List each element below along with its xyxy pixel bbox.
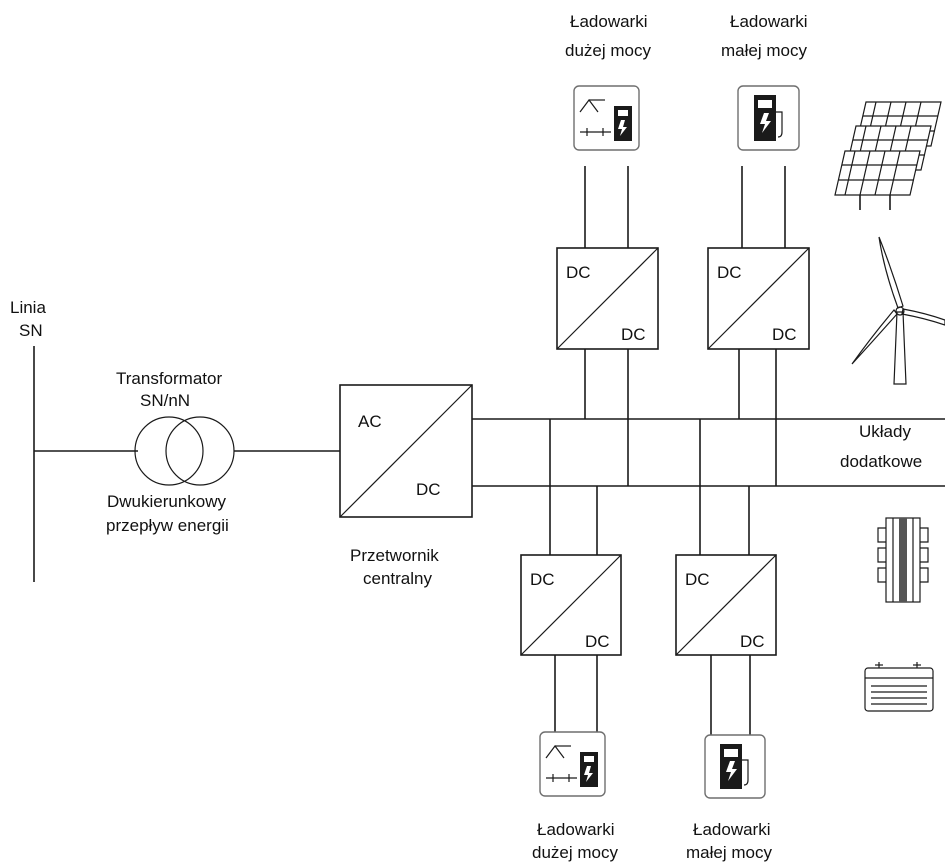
charger-top-right-label-2: małej mocy [721,41,807,60]
extras-label-2: dodatkowe [840,452,922,471]
transformer-icon [134,416,235,486]
charger-bottom-right-label-1: Ładowarki [693,820,771,839]
dcdc-converter-bottom-left [520,554,622,656]
charger-top-left-label-1: Ładowarki [570,12,648,31]
battery-icon [864,662,934,712]
dcdc-converter-top-left [556,247,659,350]
charger-top-right-label-1: Ładowarki [730,12,808,31]
charger-bottom-left-label-1: Ładowarki [537,820,615,839]
flow-label-2: przepływ energii [106,516,229,535]
extras-label-1: Układy [859,422,911,441]
dcdc-bottom-left-out: DC [585,632,610,651]
charger-bottom-left-label-2: dużej mocy [532,843,618,862]
dcdc-top-left-out: DC [621,325,646,344]
line-label-2: SN [19,321,43,340]
central-converter-dc: DC [416,480,441,499]
transformer-label-1: Transformator [116,369,222,388]
wind-turbine-icon [851,236,945,385]
solar-panel-icon [834,101,942,210]
dcdc-top-right-in: DC [717,263,742,282]
fast-charger-icon [539,731,606,797]
central-converter [339,384,473,518]
dcdc-bottom-left-in: DC [530,570,555,589]
central-converter-ac: AC [358,412,382,431]
fast-charger-icon [573,85,640,151]
dcdc-top-right-out: DC [772,325,797,344]
dcdc-converter-bottom-right [675,554,777,656]
transformer-label-2: SN/nN [140,391,190,410]
charger-bottom-right-label-2: małej mocy [686,843,772,862]
slow-charger-icon [737,85,800,151]
dcdc-converter-top-right [707,247,810,350]
slow-charger-icon [704,734,766,799]
central-converter-label-2: centralny [363,569,432,588]
supercapacitor-icon [877,517,929,603]
flow-label-1: Dwukierunkowy [107,492,227,511]
dcdc-top-left-in: DC [566,263,591,282]
charger-top-left-label-2: dużej mocy [565,41,651,60]
dcdc-bottom-right-in: DC [685,570,710,589]
line-label-1: Linia [10,298,46,317]
central-converter-label-1: Przetwornik [350,546,439,565]
dcdc-bottom-right-out: DC [740,632,765,651]
